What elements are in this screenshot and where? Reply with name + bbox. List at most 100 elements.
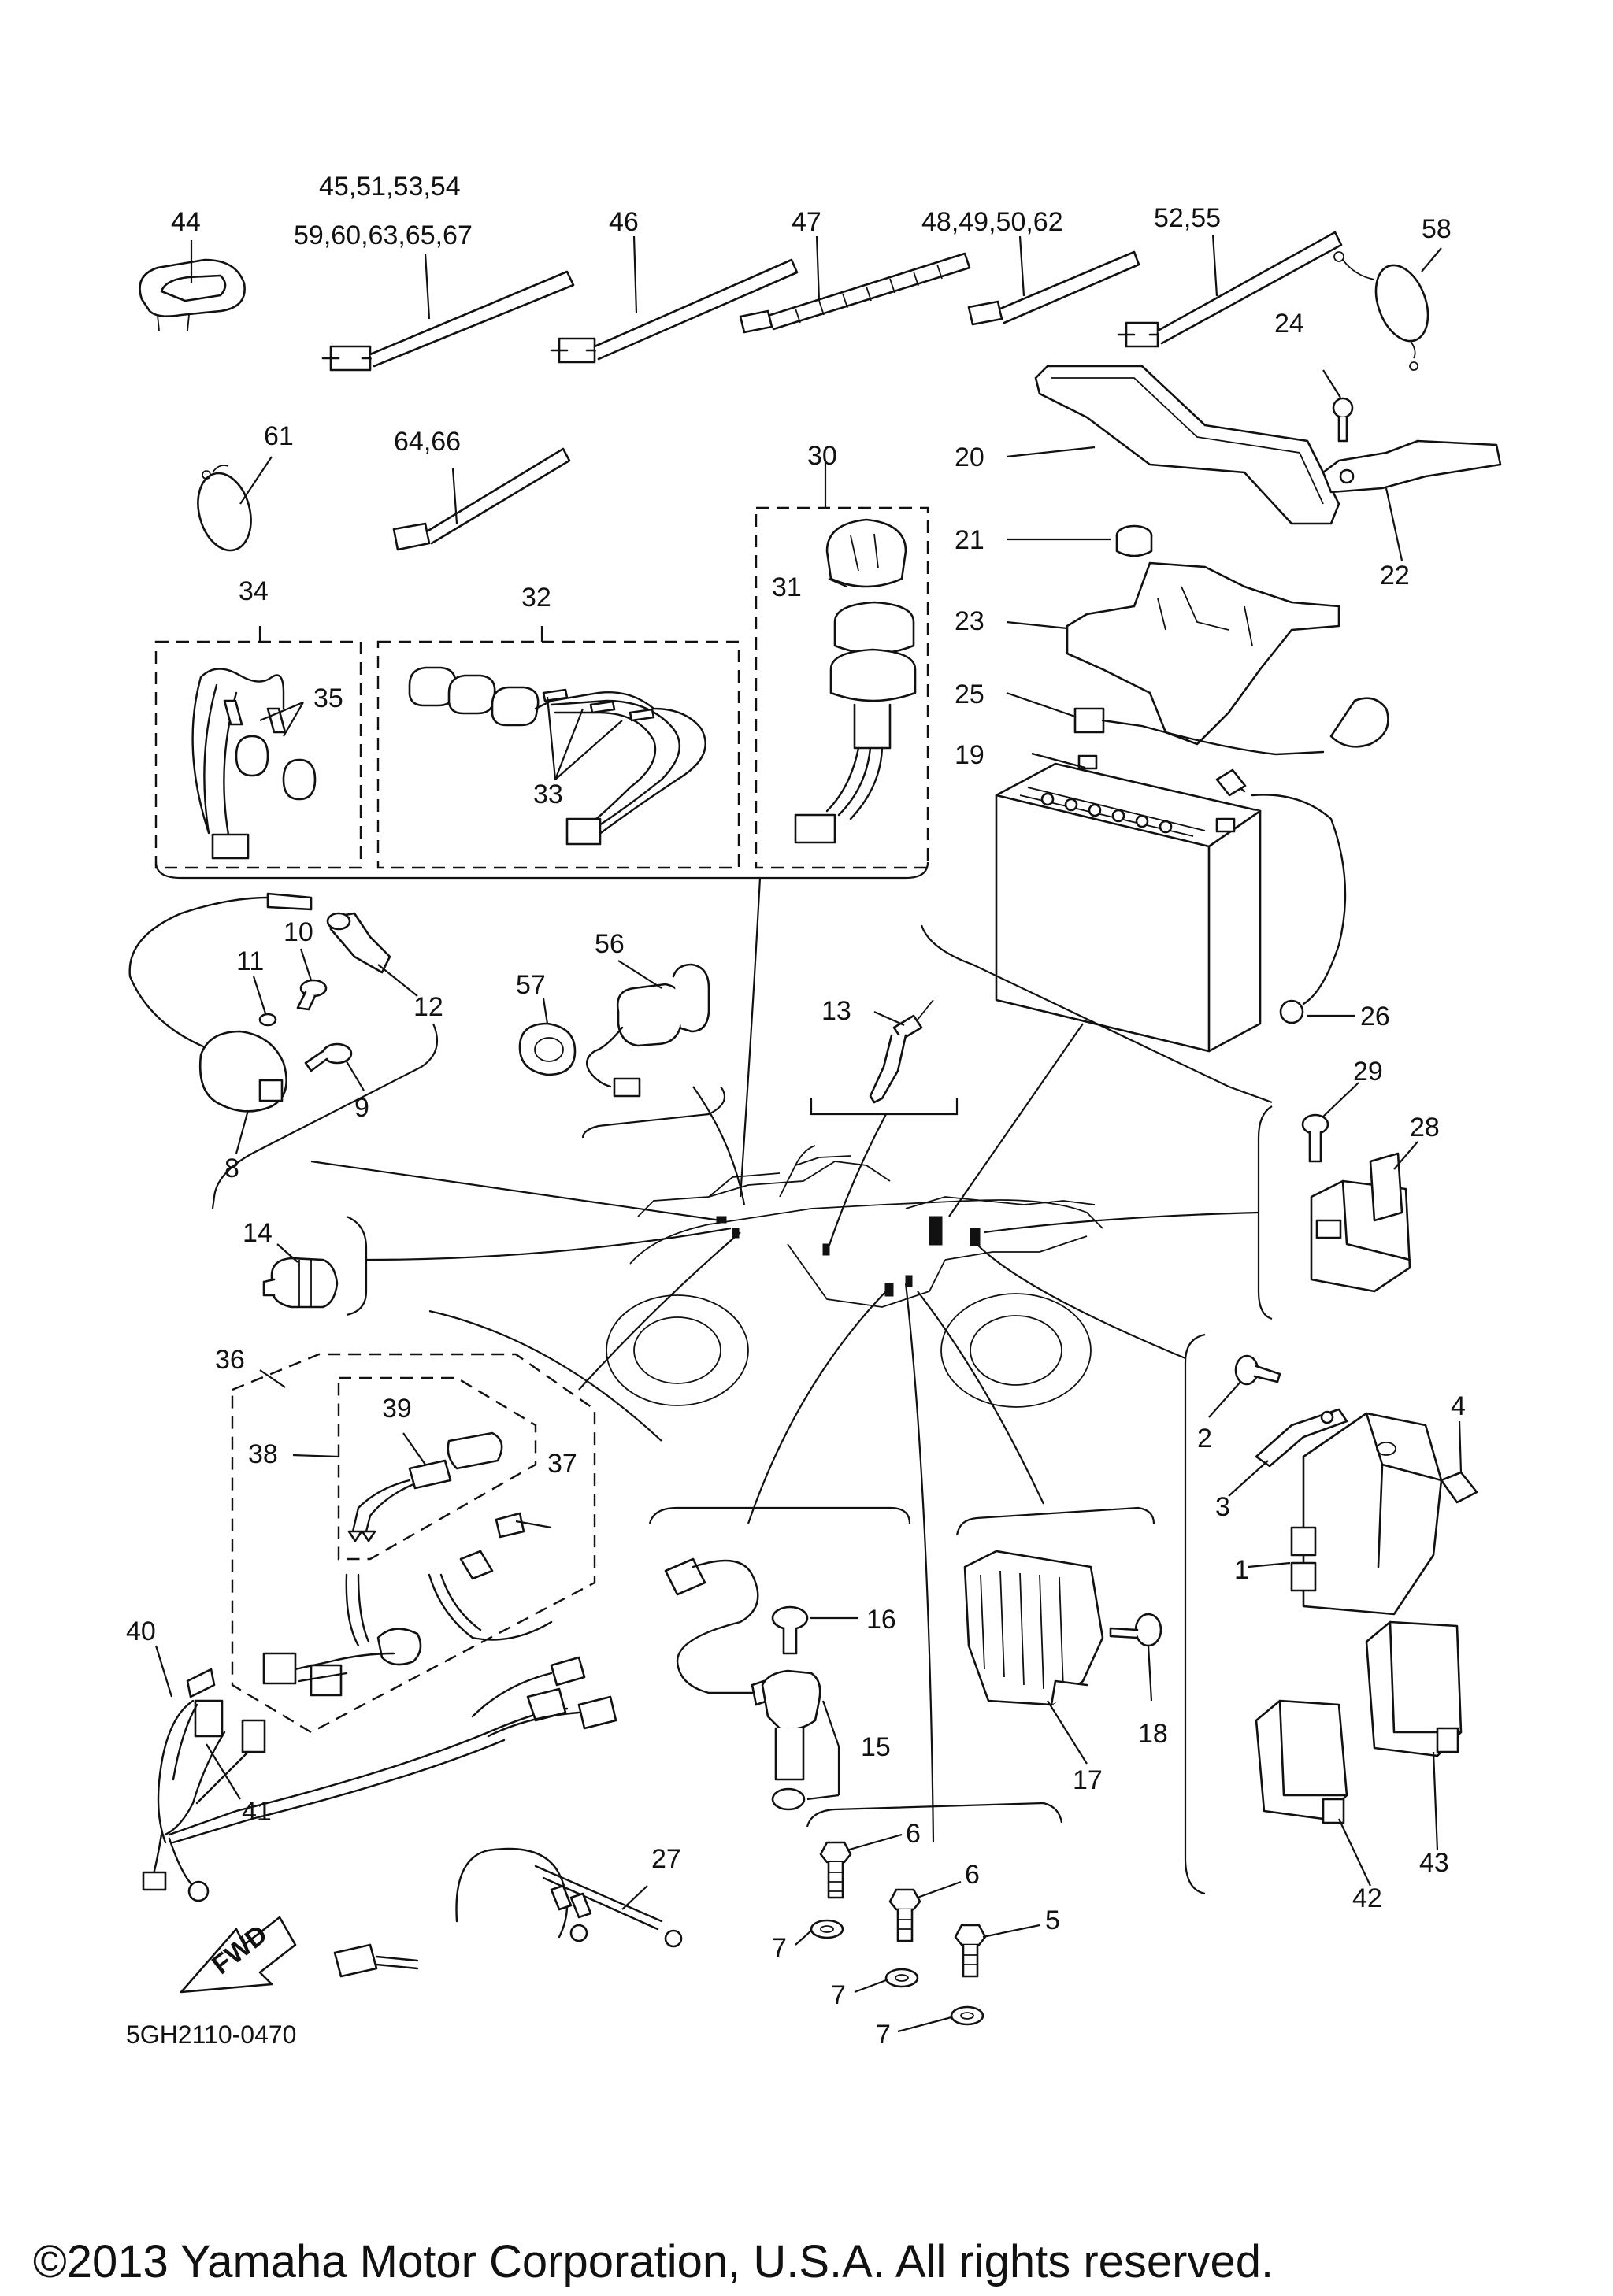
part-26-ground-cable [1215,768,1347,1024]
callout-28: 28 [1410,1113,1440,1142]
callout-57: 57 [516,970,546,1000]
callout-37: 37 [547,1449,577,1479]
callout-29: 29 [1353,1057,1383,1087]
callout-5: 5 [1045,1905,1060,1935]
part-40-41-harness [142,1656,617,1902]
part-43-relay [1365,1620,1463,1757]
callout-22: 22 [1380,561,1410,591]
callout-16: 16 [866,1605,896,1635]
callout-31: 31 [772,572,802,602]
copyright-notice: ©2013 Yamaha Motor Corporation, U.S.A. A… [33,2236,1274,2287]
callout-32: 32 [521,583,551,613]
callout-6b: 6 [965,1860,980,1890]
part-47-cable-tie [739,252,971,334]
part-21-cap [1115,524,1153,557]
part-13-sensor [869,999,934,1104]
callout-8: 8 [224,1154,239,1183]
group-36-dashed-box [231,1353,596,1734]
callout-52: 52,55 [1154,203,1221,233]
part-48-cable-tie [967,250,1140,326]
callout-26: 26 [1360,1002,1390,1031]
callout-33: 33 [533,780,563,809]
part-8-ignition-coil [128,892,313,1113]
callout-23: 23 [955,606,984,636]
callout-30: 30 [807,441,837,471]
part-3-bracket [1255,1408,1348,1468]
callout-15: 15 [861,1732,891,1762]
atv-sketch [606,1145,1103,1408]
part-19-battery [995,754,1262,1053]
diagram-code: 5GH2110-0470 [126,2020,296,2049]
part-10-bolt [296,979,328,1011]
part-17-rectifier [963,1550,1104,1706]
callout-41: 41 [242,1797,272,1827]
callout-25: 25 [955,680,984,709]
callout-36: 36 [215,1345,245,1375]
part-42-relay [1255,1699,1348,1824]
callout-20: 20 [955,443,984,472]
part-22-bracket [1322,439,1502,494]
callout-3: 3 [1215,1492,1230,1522]
part-27-cable [333,1847,683,1978]
part-16-bolt [771,1605,809,1655]
part-4-connector [1440,1471,1478,1504]
callout-47: 47 [792,207,821,237]
part-24-screw [1332,397,1354,443]
part-44-clamp [139,258,246,331]
callout-13: 13 [821,996,851,1026]
part-15-sensor-assy [664,1557,821,1811]
part-6-bolt-a [819,1841,852,1899]
part-5-bolt [954,1924,987,1978]
part-11-washer [258,1013,277,1027]
callout-7c: 7 [876,2020,891,2050]
part-57-nut [518,1022,577,1076]
group-30-dashed-box [755,506,929,869]
part-18-bolt [1109,1613,1162,1647]
part-61-band [197,465,252,552]
callout-4: 4 [1451,1391,1466,1421]
part-46-cable-tie [550,258,799,364]
callout-7a: 7 [772,1933,787,1963]
callout-64: 64,66 [394,427,461,457]
part-2-bolt [1234,1354,1281,1386]
callout-48: 48,49,50,62 [921,207,1063,237]
callout-11: 11 [236,946,264,976]
part-64-cable-tie [392,447,571,551]
group-34-dashed-box [154,640,362,869]
callout-39: 39 [382,1394,412,1424]
callout-10: 10 [284,917,313,947]
part-52-cable-tie [1117,231,1343,348]
callout-6a: 6 [906,1819,921,1849]
part-56-socket [586,963,710,1098]
group-32-dashed-box [376,640,740,869]
part-20-battery-band [1034,365,1340,525]
part-7-washers [810,1919,984,2026]
part-1-cdi-unit [1290,1412,1443,1616]
part-25-terminal-cover [1073,697,1389,756]
part-28-relay [1310,1152,1411,1293]
callout-46: 46 [609,207,639,237]
callout-24: 24 [1274,309,1304,339]
callout-56: 56 [595,929,625,959]
callout-38: 38 [248,1439,278,1469]
callout-27: 27 [651,1844,681,1874]
part-9-bolt [304,1042,353,1072]
callout-1: 1 [1234,1555,1249,1585]
callout-58: 58 [1422,214,1452,244]
callout-17: 17 [1073,1765,1103,1795]
part-23-battery-cover [1066,561,1340,746]
callout-2: 2 [1197,1424,1212,1454]
callout-42: 42 [1352,1883,1382,1913]
part-6-bolt-b [888,1888,921,1942]
callout-9: 9 [354,1093,369,1123]
callout-44: 44 [171,207,201,237]
part-14-switch [262,1257,339,1309]
part-12-plug-cap [326,912,391,974]
callout-34: 34 [239,576,269,606]
part-45-cable-tie [321,270,575,372]
callout-19: 19 [955,740,984,770]
fwd-arrow: FWD [180,1916,297,1994]
callout-35: 35 [313,683,343,713]
callout-14: 14 [243,1218,273,1248]
